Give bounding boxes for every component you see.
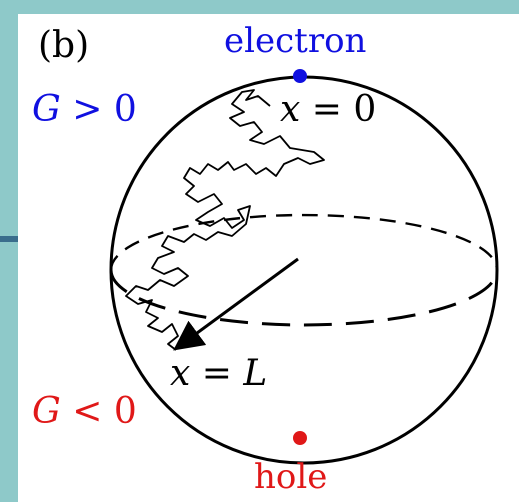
value-zero: 0 bbox=[113, 89, 137, 130]
end-position-label: x = L bbox=[170, 356, 267, 392]
start-value: 0 bbox=[353, 89, 377, 130]
equals-sign-end: = bbox=[201, 353, 232, 394]
equals-sign: = bbox=[311, 89, 342, 130]
hole-label-text: hole bbox=[254, 457, 328, 497]
equator-back bbox=[109, 213, 499, 271]
bloch-sphere-diagram bbox=[109, 69, 499, 465]
equator-front bbox=[109, 269, 499, 327]
accent-stripe bbox=[0, 236, 18, 242]
relation-gt: > bbox=[72, 89, 103, 130]
electron-label-text: electron bbox=[224, 21, 367, 61]
conductance-negative-label: G < 0 bbox=[32, 394, 137, 430]
conductance-positive-label: G > 0 bbox=[32, 92, 137, 128]
relation-lt: < bbox=[72, 391, 103, 432]
state-arrow bbox=[173, 257, 299, 351]
hole-pole-dot bbox=[293, 431, 307, 445]
end-value: L bbox=[243, 353, 268, 394]
sphere-outline bbox=[109, 75, 499, 465]
x-variable: x bbox=[280, 89, 301, 130]
random-walk-path bbox=[125, 89, 325, 351]
figure-panel: (b) electron G > 0 x = 0 x = L G < 0 hol… bbox=[18, 14, 519, 502]
x-variable-end: x bbox=[170, 353, 191, 394]
g-symbol-negative: G bbox=[32, 391, 61, 432]
hole-label: hole bbox=[254, 460, 327, 494]
electron-label: electron bbox=[224, 24, 366, 58]
value-zero-negative: 0 bbox=[113, 391, 137, 432]
electron-pole-dot bbox=[293, 69, 307, 83]
panel-label-text: (b) bbox=[38, 25, 90, 66]
panel-label: (b) bbox=[38, 28, 89, 64]
g-symbol: G bbox=[32, 89, 61, 130]
start-position-label: x = 0 bbox=[280, 92, 376, 128]
